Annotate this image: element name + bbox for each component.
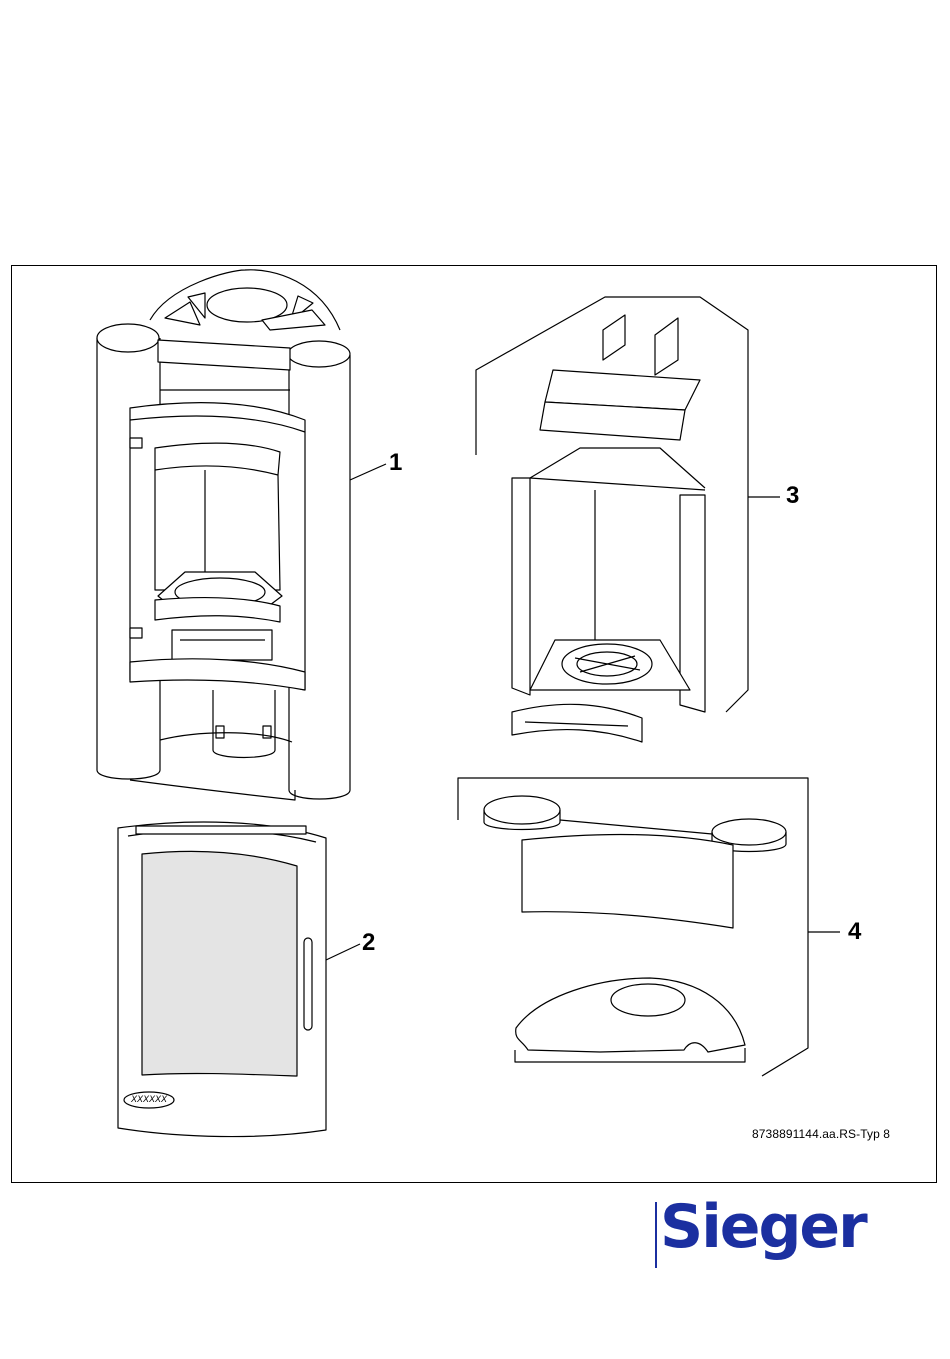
stove-body-part-1 bbox=[97, 270, 350, 800]
callout-2: 2 bbox=[362, 929, 375, 957]
callout-4: 4 bbox=[848, 918, 861, 946]
door-part-2 bbox=[118, 822, 326, 1137]
document-number: 8738891144.aa.RS-Typ 8 bbox=[752, 1127, 890, 1141]
callout-3: 3 bbox=[786, 482, 799, 510]
callout-1: 1 bbox=[389, 449, 402, 477]
sieger-logo: Sieger bbox=[660, 1192, 866, 1262]
firebox-liner-part-3 bbox=[476, 297, 748, 742]
cladding-part-4 bbox=[458, 778, 808, 1076]
door-badge: XXXXXX bbox=[126, 1094, 172, 1104]
logo-mark bbox=[655, 1202, 657, 1268]
